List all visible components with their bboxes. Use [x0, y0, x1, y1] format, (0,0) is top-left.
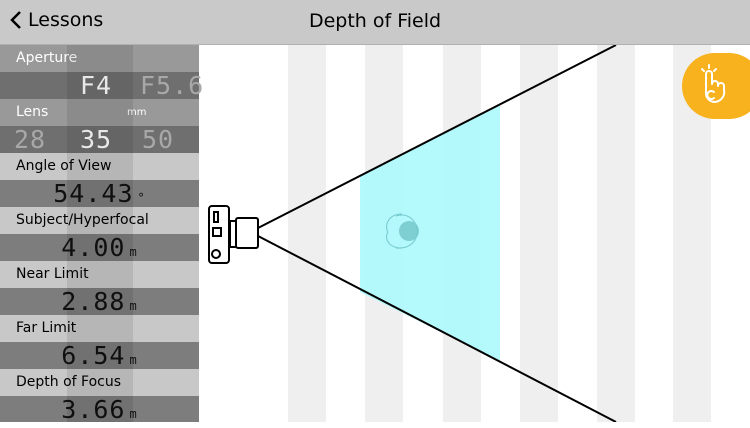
subject-unit: m	[129, 245, 138, 259]
back-label: Lessons	[28, 9, 104, 31]
lens-label-row: Lens mm	[0, 99, 199, 126]
far-unit: m	[129, 353, 138, 367]
lens-prev[interactable]: 28	[14, 125, 47, 154]
view-line-bottom	[257, 235, 617, 422]
angle-unit: °	[137, 191, 146, 205]
page-title: Depth of Field	[308, 10, 442, 32]
chevron-left-icon	[10, 11, 21, 29]
camera-icon	[208, 205, 259, 264]
near-limit-label: Near Limit	[0, 261, 199, 288]
subject-hyperfocal-label: Subject/Hyperfocal	[0, 207, 199, 234]
near-value: 2.88	[61, 287, 126, 316]
depth-of-field-zone	[360, 104, 500, 361]
hand-pointing-icon	[701, 64, 726, 104]
depth-of-focus-label: Depth of Focus	[0, 369, 199, 396]
aperture-picker[interactable]: F4 F5.6	[0, 71, 203, 100]
far-value: 6.54	[61, 341, 126, 370]
back-button[interactable]: Lessons	[10, 9, 103, 31]
diagram-stage	[199, 45, 750, 422]
depth-value: 3.66	[61, 395, 126, 424]
depth-unit: m	[129, 407, 138, 421]
far-limit-label: Far Limit	[0, 315, 199, 342]
aperture-next[interactable]: F5.6	[140, 71, 205, 100]
lens-next[interactable]: 50	[142, 125, 175, 154]
angle-value: 54.43	[53, 179, 134, 208]
person-top-view-icon	[386, 213, 419, 249]
lens-unit: mm	[127, 107, 147, 118]
lens-selected[interactable]: 35	[80, 125, 113, 154]
angle-of-view-label: Angle of View	[0, 153, 199, 180]
view-line-top	[257, 45, 617, 229]
angle-of-view-value: 54.43°	[0, 180, 199, 207]
aperture-label: Aperture	[0, 45, 199, 72]
hint-button[interactable]	[682, 53, 750, 119]
lens-label: Lens	[16, 104, 49, 120]
sidebar: Aperture F4 F5.6 Lens mm 28 35 50 Angle …	[0, 45, 203, 424]
aperture-selected[interactable]: F4	[80, 71, 113, 100]
lens-picker[interactable]: 28 35 50	[0, 126, 199, 153]
subject-value: 4.00	[61, 233, 126, 262]
near-unit: m	[129, 299, 138, 313]
nav-bar: Lessons Depth of Field	[0, 0, 750, 45]
